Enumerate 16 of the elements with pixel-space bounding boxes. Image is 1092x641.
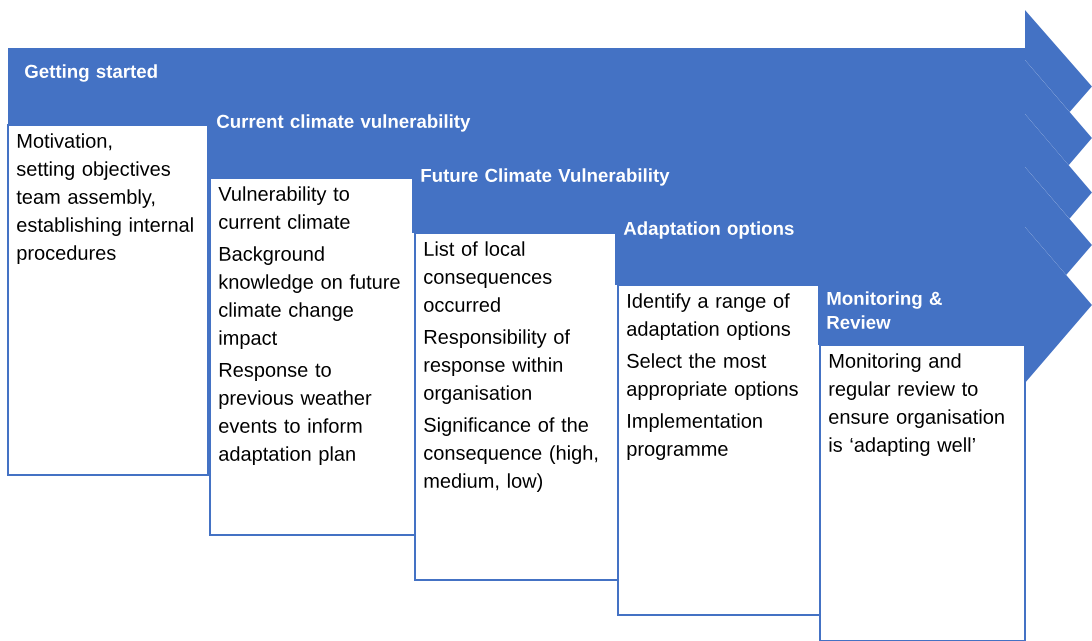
stage-heading: Getting started (25, 64, 157, 82)
body-text: Significance of the consequence (high, medium, low) (424, 417, 598, 492)
stage-heading: Adaptation options (623, 221, 794, 239)
stage-heading: Future Climate Vulnerability (421, 168, 670, 186)
stage-heading: Monitoring & Review (827, 291, 942, 329)
body-text: Implementation programme (627, 413, 762, 460)
body-text: Responsibility of response within organisation (424, 329, 570, 404)
stage-heading: Current climate vulnerability (217, 114, 471, 132)
body-text: Motivation, setting objectives team assembly, establishing internal procedures (16, 133, 193, 264)
body-text: Monitoring and regular review to ensure organisation is ‘adapting well’ (829, 353, 1004, 456)
body-text: Background knowledge on future climate change impact (219, 246, 400, 349)
body-text: Select the most appropriate options (627, 353, 798, 400)
body-text: Vulnerability to current climate (218, 186, 350, 229)
body-text: Identify a range of adaptation options (627, 293, 791, 340)
body-text: Response to previous weather events to inform adaptation plan (219, 363, 372, 465)
body-text: List of local consequences occurred (424, 241, 552, 312)
